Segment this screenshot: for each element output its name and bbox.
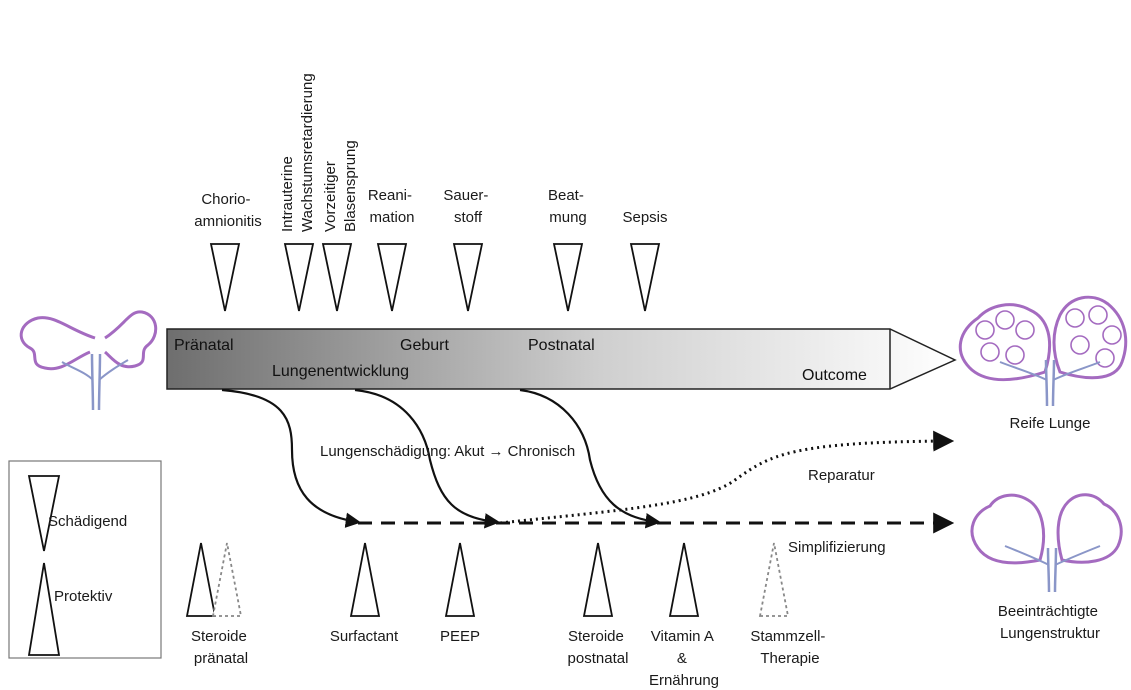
- label-geburt: Geburt: [400, 337, 449, 354]
- protective-triangle-peep: [444, 542, 476, 617]
- mature-lung-icon: [958, 295, 1128, 407]
- label-reparatur: Reparatur: [808, 467, 875, 484]
- factor-vorzeitiger-blasensprung: Vorzeitiger Blasensprung: [322, 140, 359, 232]
- factor-stammzell-therapie: Stammzell- Therapie: [750, 628, 829, 667]
- damaging-triangle-chorioamnionitis: [209, 243, 241, 312]
- factor-vitamin-a: Vitamin A & Ernährung: [649, 628, 719, 689]
- factor-surfactant: Surfactant: [330, 628, 399, 645]
- factor-peep: PEEP: [440, 628, 480, 645]
- label-lungenentwicklung: Lungenentwicklung: [272, 363, 409, 380]
- damaging-triangle-beatmung: [552, 243, 584, 312]
- legend-damaging-triangle-icon: [27, 475, 61, 552]
- protective-triangle-steroide-postnatal: [582, 542, 614, 617]
- label-outcome: Outcome: [802, 367, 867, 384]
- center-label: Lungenschädigung: Akut → Chronisch: [320, 443, 575, 460]
- protective-triangle-surfactant: [349, 542, 381, 617]
- protective-triangle-vitamin-a: [668, 542, 700, 617]
- factor-steroide-pranatal: Steroide pränatal: [191, 628, 251, 667]
- impaired-lung-icon: [970, 493, 1123, 593]
- label-pranatal: Pränatal: [174, 337, 234, 354]
- damaging-triangle-sepsis: [629, 243, 661, 312]
- legend-protective-label: Protektiv: [54, 588, 113, 605]
- protective-triangles: [185, 542, 790, 617]
- damaging-triangle-wachstumsretardierung: [283, 243, 315, 312]
- damaging-triangle-blasensprung: [321, 243, 353, 312]
- arrow-right-icon: →: [488, 443, 503, 460]
- label-reife-lunge: Reife Lunge: [1010, 415, 1091, 432]
- factor-intrauterine-wachstumsretardierung: Intrauterine Wachstumsretardierung: [279, 73, 316, 232]
- factor-reanimation: Reani- mation: [368, 187, 416, 226]
- protective-factor-labels: Steroide pränatal Surfactant PEEP Steroi…: [191, 628, 829, 689]
- factor-sauerstoff: Sauer- stoff: [443, 187, 492, 226]
- damaging-triangle-sauerstoff: [452, 243, 484, 312]
- factor-sepsis: Sepsis: [622, 209, 667, 226]
- timeline-bar: Pränatal Geburt Postnatal Lungenentwickl…: [166, 328, 957, 390]
- protective-triangle-stammzell: [758, 542, 790, 617]
- damaging-triangles: [209, 243, 661, 312]
- repair-arrow: [499, 430, 955, 525]
- legend: Schädigend Protektiv: [8, 460, 162, 659]
- label-postnatal: Postnatal: [528, 337, 595, 354]
- legend-damaging-label: Schädigend: [48, 513, 127, 530]
- immature-lung-icon: [19, 310, 158, 411]
- protective-triangle-steroide-pranatal: [185, 542, 217, 617]
- label-simplifizierung: Simplifizierung: [788, 539, 886, 556]
- injury-curves: [221, 388, 662, 529]
- factor-steroide-postnatal: Steroide postnatal: [568, 628, 629, 667]
- factor-beatmung: Beat- mung: [548, 187, 588, 226]
- protective-triangle-steroide-pranatal-dotted: [211, 542, 243, 617]
- damaging-triangle-reanimation: [376, 243, 408, 312]
- legend-protective-triangle-icon: [27, 562, 61, 656]
- damaging-factor-labels: Chorio- amnionitis Intrauterine Wachstum…: [194, 73, 667, 232]
- factor-chorioamnionitis: Chorio- amnionitis: [194, 191, 262, 230]
- label-beeintraechtigte-lungenstruktur: Beeinträchtigte Lungenstruktur: [998, 603, 1102, 642]
